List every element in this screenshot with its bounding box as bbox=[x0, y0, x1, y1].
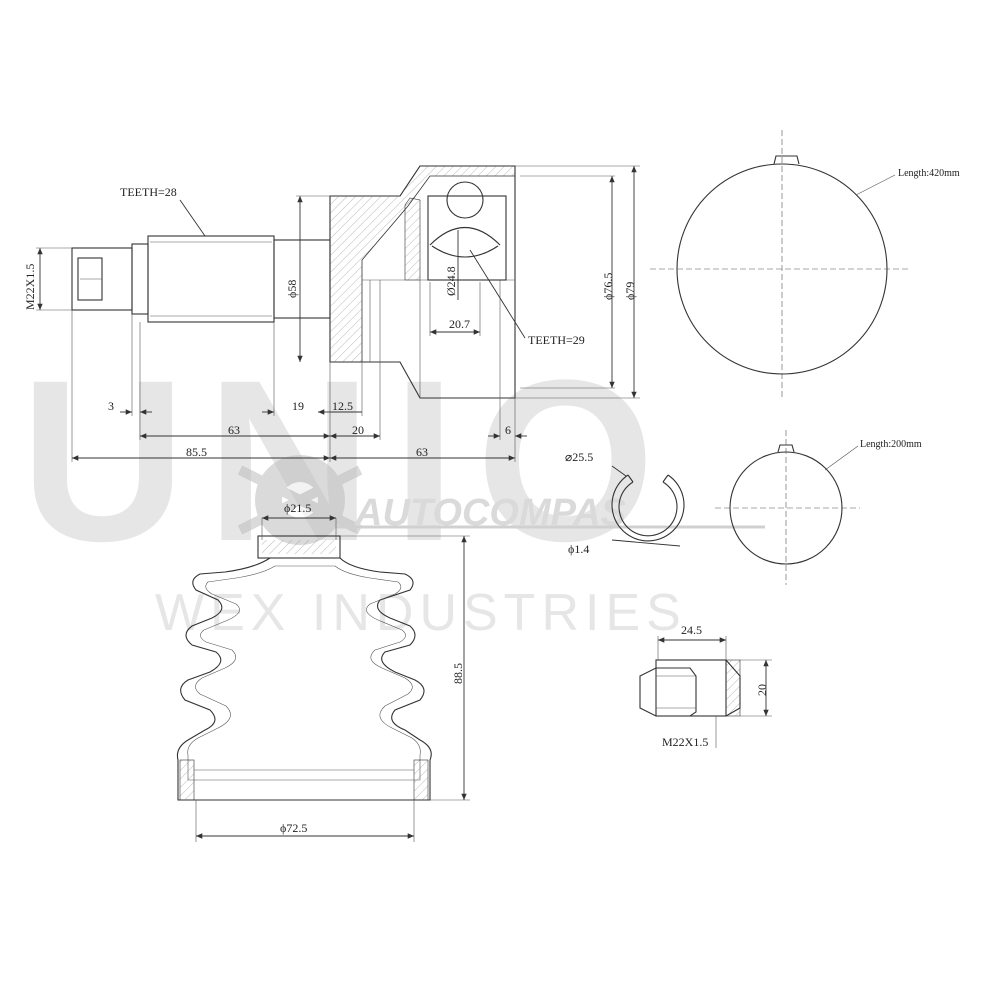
clamp-large: Length:420mm bbox=[650, 130, 960, 400]
cv-ball bbox=[446, 181, 484, 219]
cv-boot: ϕ21.5 88.5 ϕ72.5 bbox=[176, 501, 470, 842]
dim-6-label: 6 bbox=[505, 423, 511, 437]
teeth-28-label: TEETH=28 bbox=[120, 185, 177, 199]
clamp-large-length: Length:420mm bbox=[898, 168, 960, 179]
nut-height: 20 bbox=[755, 684, 769, 696]
circlip-d1-4: ϕ1.4 bbox=[568, 542, 589, 556]
circlip-d25-5: ⌀25.5 bbox=[565, 450, 593, 464]
circlip: ⌀25.5 ϕ1.4 bbox=[565, 450, 685, 556]
teeth-29-label: TEETH=29 bbox=[528, 333, 585, 347]
nut-thread: M22X1.5 bbox=[662, 735, 708, 749]
dim-63-a-label: 63 bbox=[228, 423, 240, 437]
watermark-gear-icon bbox=[237, 455, 363, 545]
dim-3-label: 3 bbox=[108, 399, 114, 413]
clamp-small: Length:200mm bbox=[715, 430, 922, 585]
dim-19-label: 19 bbox=[292, 399, 304, 413]
dim-20-7-label: 20.7 bbox=[449, 317, 470, 331]
nut-width: 24.5 bbox=[681, 623, 702, 637]
d79-label: ϕ79 bbox=[623, 282, 637, 300]
d58-label: ϕ58 bbox=[285, 280, 299, 298]
thread-left-label: M22X1.5 bbox=[23, 264, 37, 310]
d76-5-label: ϕ76.5 bbox=[601, 273, 615, 300]
cv-splined-shaft bbox=[147, 235, 275, 323]
cv-joint-drawing: TEETH=28 TEETH=29 M22X1.5 ϕ58 Ø24.8 20.7… bbox=[23, 165, 640, 462]
boot-d21-5: ϕ21.5 bbox=[284, 501, 311, 515]
dim-63-b-label: 63 bbox=[416, 445, 428, 459]
dim-85-5-label: 85.5 bbox=[186, 445, 207, 459]
dim-12-5-label: 12.5 bbox=[332, 399, 353, 413]
dim-20-label: 20 bbox=[352, 423, 364, 437]
boot-d72-5: ϕ72.5 bbox=[280, 821, 307, 835]
d24-8-label: Ø24.8 bbox=[444, 266, 458, 296]
clamp-small-length: Length:200mm bbox=[860, 439, 922, 450]
watermark: UNIO AUTOCOMPAS WEX INDUSTRIES bbox=[20, 332, 765, 642]
hub-nut: 24.5 20 M22X1.5 bbox=[639, 623, 772, 749]
boot-height: 88.5 bbox=[451, 663, 465, 684]
watermark-sub: WEX INDUSTRIES bbox=[155, 584, 687, 642]
